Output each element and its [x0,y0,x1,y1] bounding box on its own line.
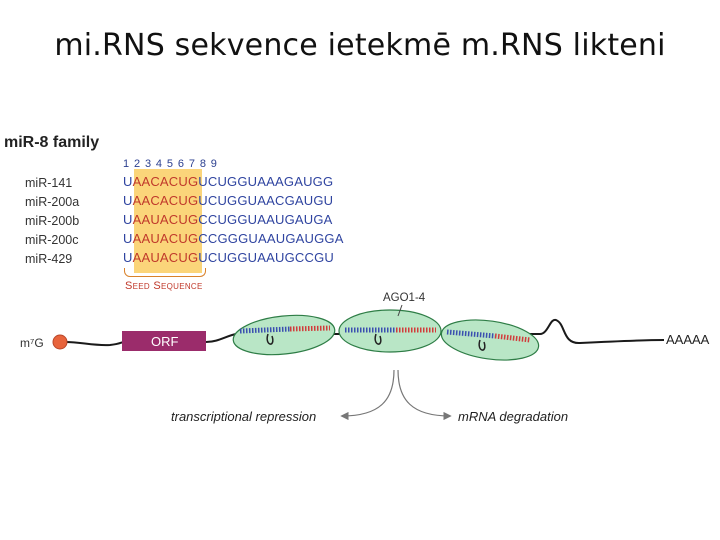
sequence-first-base: U [123,212,133,227]
orf-box [122,331,206,351]
sequence-rest: UCUGGUAAAGAUGG [198,174,334,189]
mirna-loop [478,339,486,351]
seed-sequence: AAUACUG [132,231,199,246]
ago-complex [440,319,540,361]
seed-sequence: AAUACUG [132,250,199,265]
seed-sequence: AACACUG [132,174,199,189]
mirna-loop [266,333,274,345]
cap-circle [52,334,68,350]
sequence-first-base: U [123,231,133,246]
mirna-loop [374,333,382,345]
ago-complex [338,309,442,353]
mirna-duplex-red [289,325,331,332]
mirna-family-title: miR-8 family [4,134,100,151]
nucleotide-positions: 1 2 3 4 5 6 7 8 9 [123,158,218,170]
slide-title: mi.RNS sekvence ietekmē m.RNS likteni [54,28,666,63]
sequence-first-base: U [123,250,133,265]
ago-complex [232,314,336,356]
seed-sequence: AAUACUG [132,212,199,227]
seed-highlight-box [134,169,202,273]
polya-label: AAAAA [666,332,710,347]
outcome-transcriptional-repression: transcriptional repression [171,409,316,424]
mirna-sequence: UAACACUGUCUGGUAACGAUGU [123,193,344,212]
sequence-first-base: U [123,174,133,189]
mirna-name-list: miR-141 miR-200a miR-200b miR-200c miR-4… [25,176,79,271]
ago-pointer [397,304,403,317]
arrow-left [340,369,395,421]
ago-ellipse [232,314,336,356]
mirna-name: miR-429 [25,252,73,266]
seed-sequence: AACACUG [132,193,199,208]
sequence-rest: CCGGGUAAUGAUGGA [198,231,344,246]
sequence-rest: UCUGGUAACGAUGU [198,193,334,208]
mirna-sequence: UAAUACUGUCUGGUAAUGCCGU [123,250,344,269]
mirna-sequence-list: UAACACUGUCUGGUAAAGAUGG UAACACUGUCUGGUAAC… [123,174,344,269]
ago-ellipse [440,319,540,361]
mirna-sequence: UAAUACUGCCUGGUAAUGAUGA [123,212,344,231]
mirna-name: miR-200a [25,195,80,209]
mirna-sequence: UAACACUGUCUGGUAAAGAUGG [123,174,344,193]
mirna-name: miR-200c [25,233,79,247]
seed-sequence-label: Seed Sequence [125,280,203,292]
outcome-mrna-degradation: mRNA degradation [458,409,568,424]
mirna-name: miR-141 [25,176,73,190]
arrow-right [397,369,452,421]
mirna-duplex-blue [239,326,291,334]
mirna-name: miR-200b [25,214,80,228]
seed-bracket [124,268,206,277]
mirna-sequence: UAAUACUGCCGGGUAAUGAUGGA [123,231,344,250]
sequence-first-base: U [123,193,133,208]
ago-label: AGO1-4 [383,292,426,304]
orf-label: ORF [151,334,179,349]
mirna-duplex-blue [446,329,496,339]
sequence-rest: UCUGGUAAUGCCGU [198,250,334,265]
sequence-rest: CCUGGUAAUGAUGA [198,212,333,227]
cap-label: m⁷G [20,336,44,350]
